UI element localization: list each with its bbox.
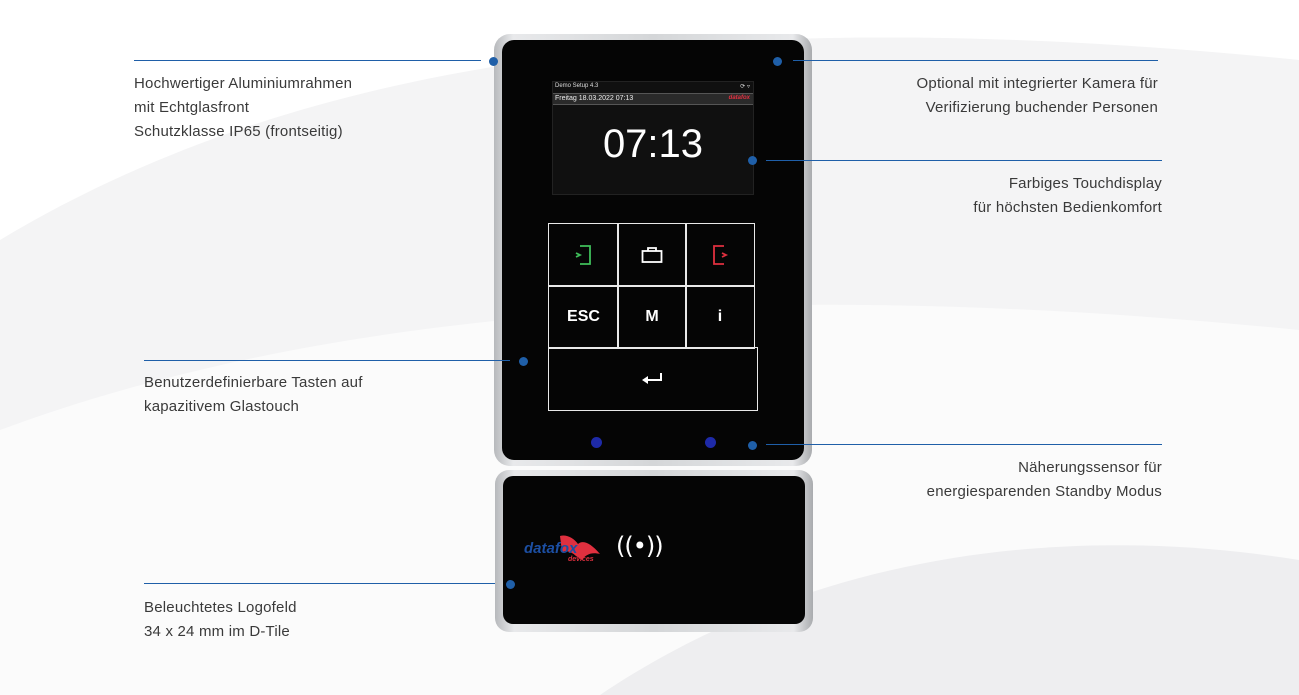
enter-key[interactable]: [548, 347, 758, 411]
display-status-icons: ⟳ ▿: [740, 84, 750, 90]
briefcase-icon: [641, 247, 663, 263]
touch-display[interactable]: Demo Setup 4.3 ⟳ ▿ Freitag 18.03.2022 07…: [552, 81, 754, 195]
callout-camera: Optional mit integrierter Kamera für Ver…: [917, 72, 1158, 120]
connector-line-proximity: [766, 444, 1162, 445]
display-date-bar: Freitag 18.03.2022 07:13 datafox: [553, 93, 753, 105]
connector-line-frame: [134, 60, 481, 61]
esc-key[interactable]: ESC: [548, 285, 619, 349]
logo-tile-glass: [503, 476, 805, 624]
display-header: Demo Setup 4.3: [555, 83, 599, 89]
connector-dot-logo: [506, 580, 515, 589]
terminal-logo-tile: [495, 470, 813, 632]
connector-dot-proximity: [748, 441, 757, 450]
keypad: ESC M i: [548, 223, 758, 411]
callout-keys-line-2: kapazitivem Glastouch: [144, 398, 300, 415]
connector-dot-camera: [773, 57, 782, 66]
menu-key[interactable]: M: [617, 285, 687, 349]
connector-dot-frame: [489, 57, 498, 66]
display-clock: 07:13: [602, 122, 704, 166]
connector-line-camera: [793, 60, 1158, 61]
callout-frame-line-3: Schutzklasse IP65 (frontseitig): [134, 123, 343, 140]
leave-key[interactable]: [685, 223, 755, 287]
info-key[interactable]: i: [685, 285, 755, 349]
login-icon: [575, 245, 591, 265]
callout-display: Farbiges Touchdisplay für höchsten Bedie…: [973, 172, 1162, 220]
logo-brand-text: datafox: [524, 540, 578, 557]
callout-proximity-line-2: energiesparenden Standby Modus: [926, 483, 1162, 500]
proximity-sensor-led-right: [705, 437, 716, 448]
callout-camera-line-2: Verifizierung buchender Personen: [925, 99, 1158, 116]
connector-line-display: [766, 160, 1162, 161]
business-trip-key[interactable]: [617, 223, 687, 287]
fox-logo-icon: [560, 535, 600, 560]
enter-icon: [642, 373, 662, 384]
callout-frame-line-1: Hochwertiger Aluminiumrahmen: [134, 75, 353, 92]
callout-display-line-1: Farbiges Touchdisplay: [1008, 175, 1162, 192]
callout-logo-line-2: 34 x 24 mm im D-Tile: [144, 623, 290, 640]
connector-line-keys: [144, 360, 510, 361]
callout-keys-line-1: Benutzerdefinierbare Tasten auf: [144, 374, 363, 391]
display-date: Freitag 18.03.2022 07:13: [555, 95, 634, 102]
callout-frame-line-2: mit Echtglasfront: [134, 99, 250, 116]
proximity-sensor-led-left: [591, 437, 602, 448]
logout-icon: [713, 245, 729, 265]
logo-sub-text: devices: [568, 556, 594, 563]
connector-line-logo: [144, 583, 495, 584]
callout-proximity: Näherungssensor für energiesparenden Sta…: [927, 456, 1162, 504]
connector-dot-keys: [519, 357, 528, 366]
callout-display-line-2: für höchsten Bedienkomfort: [973, 199, 1162, 216]
datafox-logo: datafox devices: [522, 534, 602, 573]
callout-logo: Beleuchtetes Logofeld 34 x 24 mm im D-Ti…: [144, 596, 297, 644]
connector-dot-display: [748, 156, 757, 165]
come-key[interactable]: [548, 223, 619, 287]
callout-camera-line-1: Optional mit integrierter Kamera für: [916, 75, 1158, 92]
callout-logo-line-1: Beleuchtetes Logofeld: [144, 599, 297, 616]
callout-keys: Benutzerdefinierbare Tasten auf kapaziti…: [144, 371, 363, 419]
display-brand: datafox: [728, 95, 750, 101]
rfid-icon: ((•)): [616, 532, 664, 560]
callout-frame: Hochwertiger Aluminiumrahmen mit Echtgla…: [134, 72, 352, 144]
callout-proximity-line-1: Näherungssensor für: [1018, 459, 1162, 476]
